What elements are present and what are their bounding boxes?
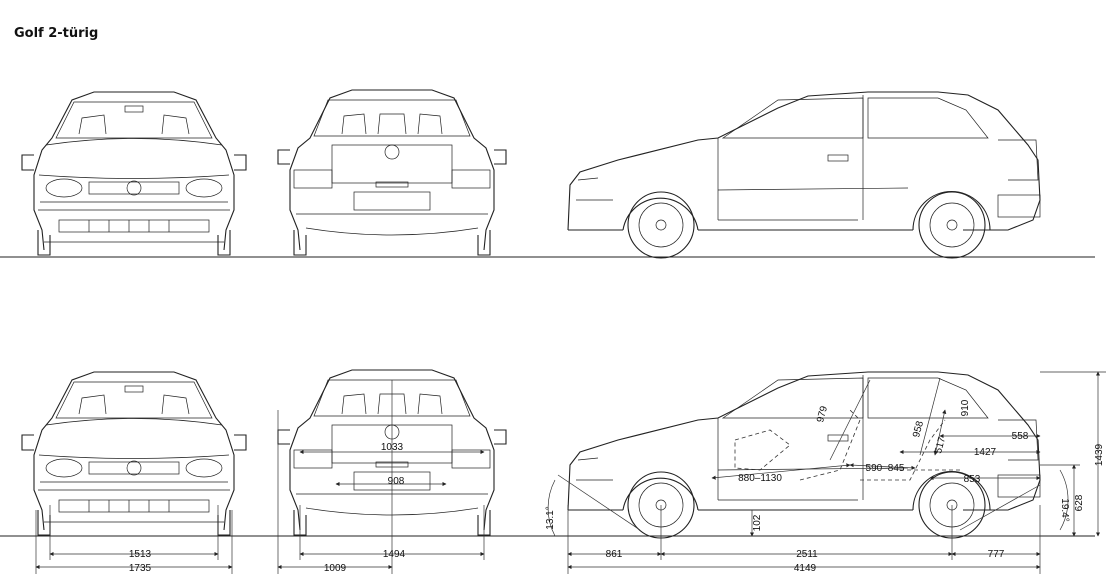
overall-height-label: 1439 <box>1094 443 1105 466</box>
boot-height-label: 628 <box>1074 494 1085 511</box>
drawing-title: Golf 2-türig <box>14 26 99 41</box>
boot-floor-label: 853 <box>964 474 981 485</box>
wheelbase-label: 2511 <box>796 549 818 560</box>
departure-angle-label: 19.4° <box>1059 498 1070 521</box>
ground-clearance-label: 102 <box>752 514 763 531</box>
rear-seat-height-label: 910 <box>960 399 971 416</box>
front-legroom-label: 880–1130 <box>738 473 782 484</box>
front-view <box>21 91 247 256</box>
overall-length-label: 4149 <box>794 563 817 574</box>
rear-view <box>277 89 507 256</box>
front-overhang-label: 861 <box>606 549 623 560</box>
rear-upper-width-label: 1033 <box>381 442 404 453</box>
rear-track-label: 1494 <box>383 549 406 560</box>
side-view-dimensioned <box>567 371 1041 539</box>
rear-overhang-label: 777 <box>988 549 1005 560</box>
rear-seat-depth-label: 517 <box>933 435 948 454</box>
half-width-label: 1009 <box>324 563 347 574</box>
rear-headroom-label: 958 <box>911 419 926 438</box>
front-track-label: 1513 <box>129 549 152 560</box>
side-view <box>567 91 1041 259</box>
rear-lower-width-label: 908 <box>388 476 405 487</box>
rear-dimensions <box>277 380 485 574</box>
rear-legroom-label: 590–845 <box>866 463 905 474</box>
approach-angle-label: 13.1° <box>545 506 556 529</box>
front-dimensions <box>35 505 233 574</box>
boot-length-label: 558 <box>1012 431 1029 442</box>
side-dimensions <box>547 371 1106 574</box>
front-view-dimensioned <box>21 371 247 536</box>
load-length-label: 1427 <box>974 447 997 458</box>
overall-width-label: 1735 <box>129 563 152 574</box>
interior-layout <box>734 377 960 481</box>
front-headroom-label: 979 <box>815 404 830 423</box>
